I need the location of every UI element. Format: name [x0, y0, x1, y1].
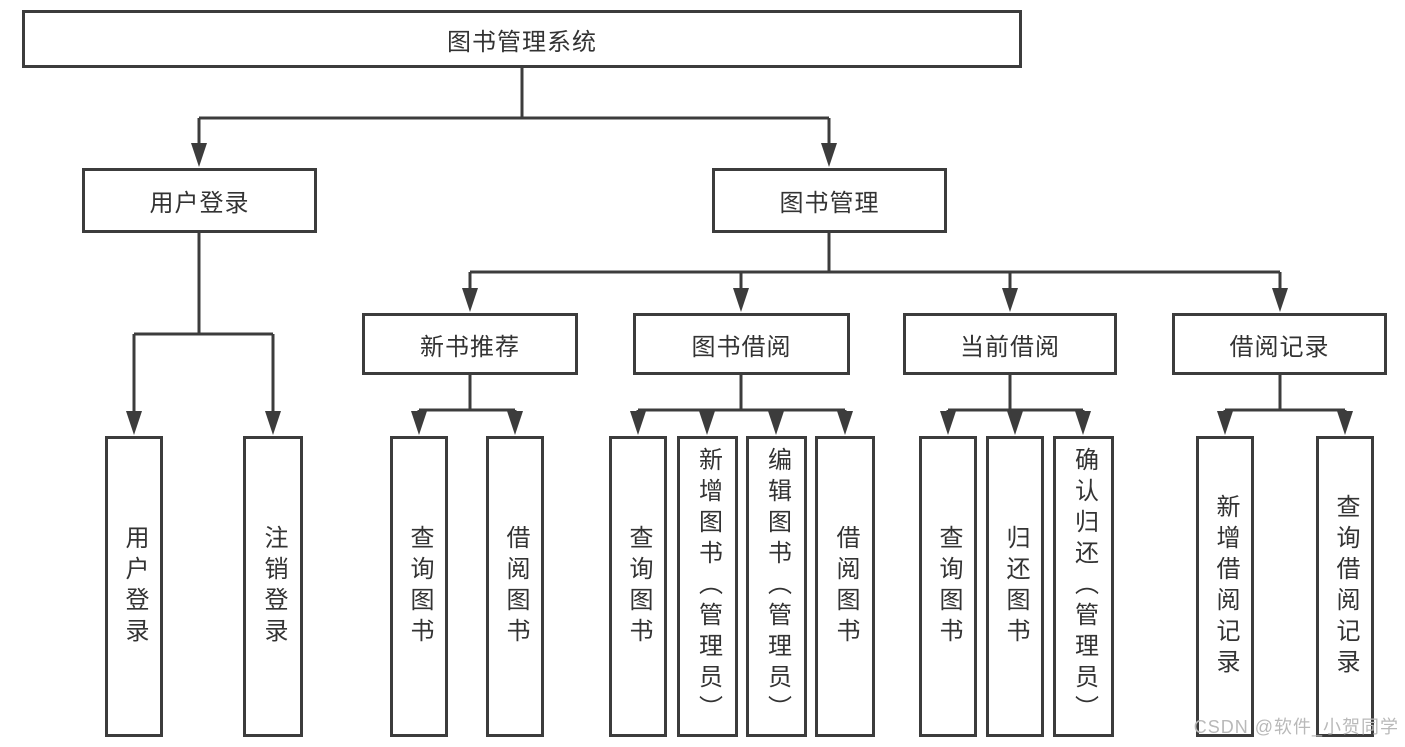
node-label: 归还图书: [1002, 524, 1029, 649]
csdn-watermark: CSDN @软件_小贺同学: [1193, 717, 1399, 737]
node-current-borrowing: 当前借阅: [903, 313, 1117, 375]
node-label: 查询图书: [625, 524, 652, 649]
leaf-query-borrow-record: 查询借阅记录: [1316, 436, 1374, 737]
node-label: 图书管理: [779, 190, 880, 217]
node-label: 查询图书: [935, 524, 962, 649]
node-label: 注销登录: [260, 524, 287, 649]
node-book-borrowing: 图书借阅: [633, 313, 850, 375]
node-user-login: 用户登录: [82, 168, 317, 233]
node-label: 用户登录: [149, 190, 250, 217]
leaf-edit-books-admin: 编辑图书（管理员）: [746, 436, 807, 737]
leaf-query-books-current: 查询图书: [919, 436, 977, 737]
leaf-confirm-return-admin: 确认归还（管理员）: [1053, 436, 1114, 737]
leaf-query-books-recommend: 查询图书: [390, 436, 448, 737]
leaf-add-books-admin: 新增图书（管理员）: [677, 436, 738, 737]
node-label: 图书管理系统: [447, 28, 597, 56]
node-label: 新增图书（管理员）: [694, 447, 722, 726]
leaf-user-login: 用户登录: [105, 436, 163, 737]
leaf-add-borrow-record: 新增借阅记录: [1196, 436, 1254, 737]
leaf-return-books: 归还图书: [986, 436, 1044, 737]
node-label: 查询图书: [406, 524, 433, 649]
node-label: 借阅图书: [832, 524, 859, 649]
node-label: 查询借阅记录: [1332, 493, 1359, 680]
leaf-logout: 注销登录: [243, 436, 303, 737]
node-label: 新增借阅记录: [1212, 493, 1239, 680]
node-label: 借阅图书: [502, 524, 529, 649]
node-label: 新书推荐: [420, 333, 520, 361]
node-borrowing-records: 借阅记录: [1172, 313, 1387, 375]
leaf-borrow-books-recommend: 借阅图书: [486, 436, 544, 737]
leaf-borrow-books: 借阅图书: [815, 436, 875, 737]
node-root-library-system: 图书管理系统: [22, 10, 1022, 68]
node-label: 用户登录: [121, 524, 148, 649]
node-label: 图书借阅: [691, 333, 792, 361]
node-label: 确认归还（管理员）: [1070, 447, 1098, 726]
node-label: 编辑图书（管理员）: [763, 447, 791, 726]
node-label: 当前借阅: [960, 333, 1060, 361]
node-new-book-recommend: 新书推荐: [362, 313, 578, 375]
node-book-management: 图书管理: [712, 168, 947, 233]
node-label: 借阅记录: [1229, 333, 1330, 361]
leaf-query-books-borrowing: 查询图书: [609, 436, 667, 737]
